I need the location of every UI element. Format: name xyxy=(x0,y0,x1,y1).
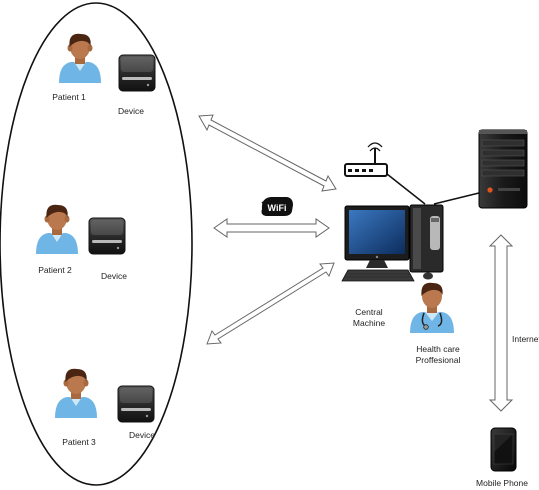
central-machine-label-line1: Central xyxy=(355,307,383,317)
patient-2-label: Patient 2 xyxy=(38,265,72,275)
server-icon xyxy=(478,129,528,209)
computer-tower-icon xyxy=(409,204,444,273)
device-3-label: Device xyxy=(129,430,155,440)
patient-avatar-icon xyxy=(59,33,101,83)
patient-3-label: Patient 3 xyxy=(62,437,96,447)
link-arrow-internet xyxy=(488,234,514,412)
link-arrow-top xyxy=(198,114,337,192)
wifi-label: WiFi xyxy=(268,203,287,213)
health-care-label-line1: Health care xyxy=(416,344,460,354)
router-to-computer-line xyxy=(386,173,426,205)
device-icon xyxy=(118,54,156,92)
link-arrow-middle xyxy=(213,218,330,238)
router-icon xyxy=(344,142,388,177)
device-icon xyxy=(88,217,126,255)
device-icon xyxy=(117,385,155,423)
mobile-phone-label: Mobile Phone xyxy=(476,478,528,488)
central-machine-label-line2: Machine xyxy=(352,318,386,328)
phone-icon xyxy=(490,427,517,472)
patient-avatar-icon xyxy=(36,204,78,254)
doctor-icon xyxy=(410,282,454,333)
health-care-label-line2: Proffesional xyxy=(415,355,461,365)
computer-to-server-line xyxy=(433,191,484,205)
patient-1-label: Patient 1 xyxy=(52,92,86,102)
wifi-icon xyxy=(261,197,293,216)
patient-group-ellipse xyxy=(0,2,193,486)
internet-label: Internet xyxy=(512,334,539,344)
link-arrow-bottom xyxy=(206,262,335,345)
device-1-label: Device xyxy=(118,106,144,116)
computer-icon xyxy=(341,205,433,282)
patient-avatar-icon xyxy=(55,368,97,418)
device-2-label: Device xyxy=(101,271,127,281)
